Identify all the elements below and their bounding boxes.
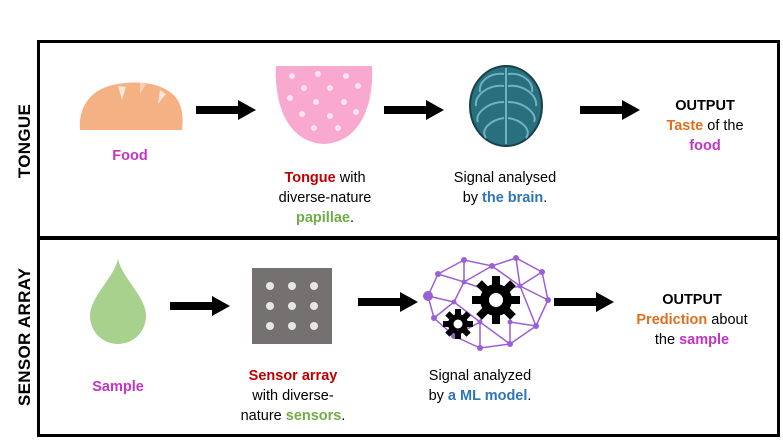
ml-model-caption: Signal analyzed by a ML model. <box>428 368 532 404</box>
tongue-caption: Tongue with diverse-nature papillae. <box>278 170 372 226</box>
arrow-icon <box>384 100 444 120</box>
brain-icon <box>469 65 543 147</box>
food-label: Food <box>112 148 148 164</box>
tongue-panel <box>37 40 780 239</box>
sensor-array-icon <box>252 268 332 344</box>
sensor-output: OUTPUT Prediction about the sample <box>636 292 748 348</box>
row-label-tongue: TONGUE <box>15 103 34 179</box>
ml-network-icon <box>423 255 551 351</box>
arrow-icon <box>554 292 614 312</box>
sensor-array-caption: Sensor array with diverse- nature sensor… <box>240 368 346 424</box>
droplet-icon <box>89 258 147 344</box>
sensor-array-panel <box>37 237 780 437</box>
arrow-icon <box>358 292 418 312</box>
arrow-icon <box>170 296 230 316</box>
sample-label: Sample <box>92 379 144 395</box>
row-label-sensor-array: SENSOR ARRAY <box>15 267 34 406</box>
brain-caption: Signal analysed by the brain. <box>453 170 557 206</box>
bread-icon <box>79 82 183 130</box>
tongue-output: OUTPUT Taste of the food <box>666 98 744 154</box>
arrow-icon <box>196 100 256 120</box>
tongue-icon <box>275 66 373 144</box>
arrow-icon <box>580 100 640 120</box>
